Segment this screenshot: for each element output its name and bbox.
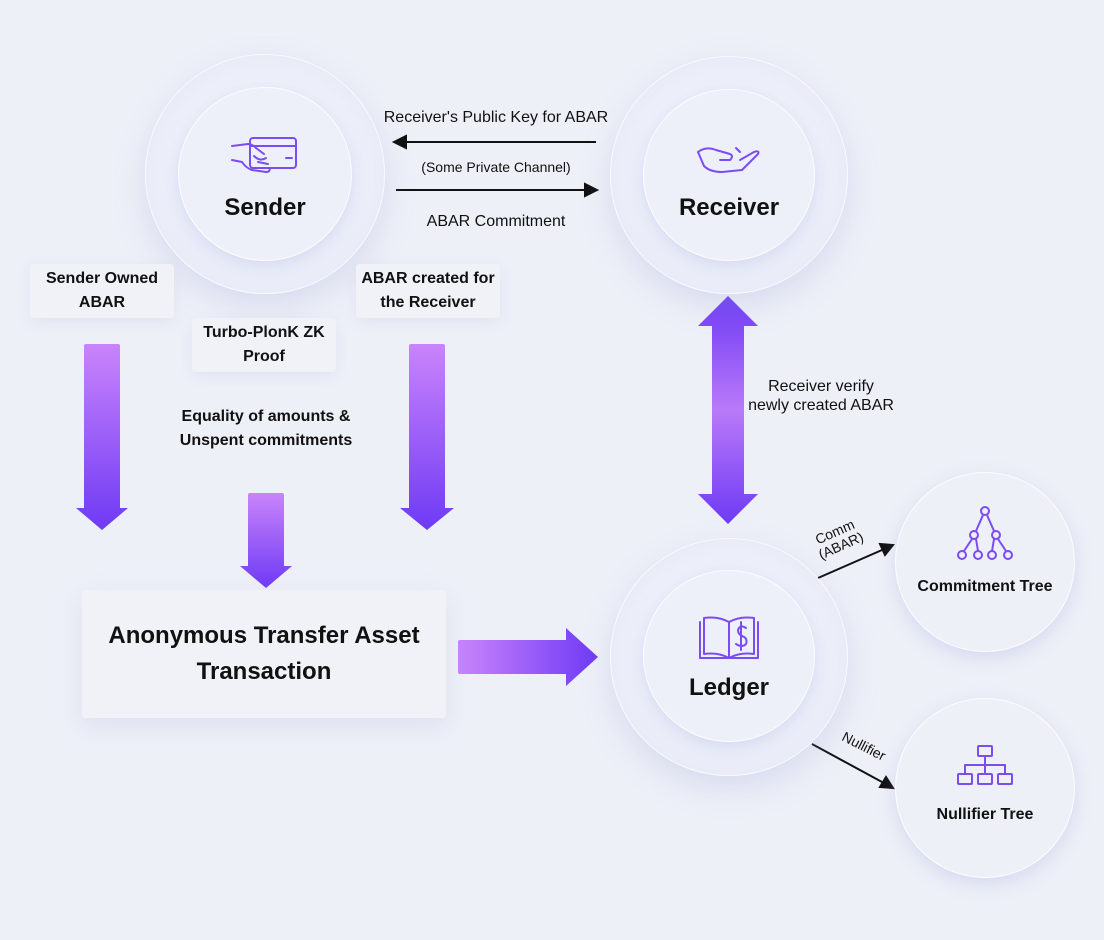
sender-owned-abar-text: Sender Owned ABAR [45,270,159,311]
nullifier-tree-label: Nullifier Tree [936,806,1034,823]
transaction-to-ledger-arrow [458,628,598,686]
turbo-plonk-text: Turbo-PlonK ZK Proof [203,324,325,365]
commitment-tree-label: Commitment Tree [917,578,1053,595]
nullifier-tree-node [895,698,1075,878]
commitment-tree-icon [957,506,1013,560]
receive-hand-icon [697,147,760,173]
abar-created-text: ABAR created for the Receiver [361,270,495,311]
receiver-verify-label: Receiver verify newly created ABAR [748,378,894,414]
sender-owned-abar-card: Sender Owned ABAR [30,264,174,318]
receiver-ledger-double-arrow [698,296,758,524]
abar-created-down-arrow [400,344,454,530]
nullifier-tree-icon [957,745,1013,785]
ledger-label: Ledger [688,674,769,701]
private-channel-label: (Some Private Channel) [421,159,571,175]
zk-proof-down-arrow [240,493,292,588]
commitment-tree-node [895,472,1075,652]
sender-owned-down-arrow [76,344,128,530]
abar-created-card: ABAR created for the Receiver [356,264,500,318]
receiver-label: Receiver [678,194,780,221]
transaction-label: Anonymous Transfer Asset Transaction [108,622,420,685]
sender-node-inner [178,87,352,261]
ledger-book-icon [699,616,759,659]
turbo-plonk-card: Turbo-PlonK ZK Proof [192,318,336,372]
sender-label: Sender [224,194,306,221]
transaction-box: Anonymous Transfer Asset Transaction [82,590,446,718]
equality-note: Equality of amounts & Unspent commitment… [179,408,353,449]
card-hand-icon [231,137,297,173]
receiver-node-inner [643,89,815,261]
public-key-edge-label: Receiver's Public Key for ABAR [383,109,609,126]
abar-commitment-edge-label: ABAR Commitment [426,213,566,230]
